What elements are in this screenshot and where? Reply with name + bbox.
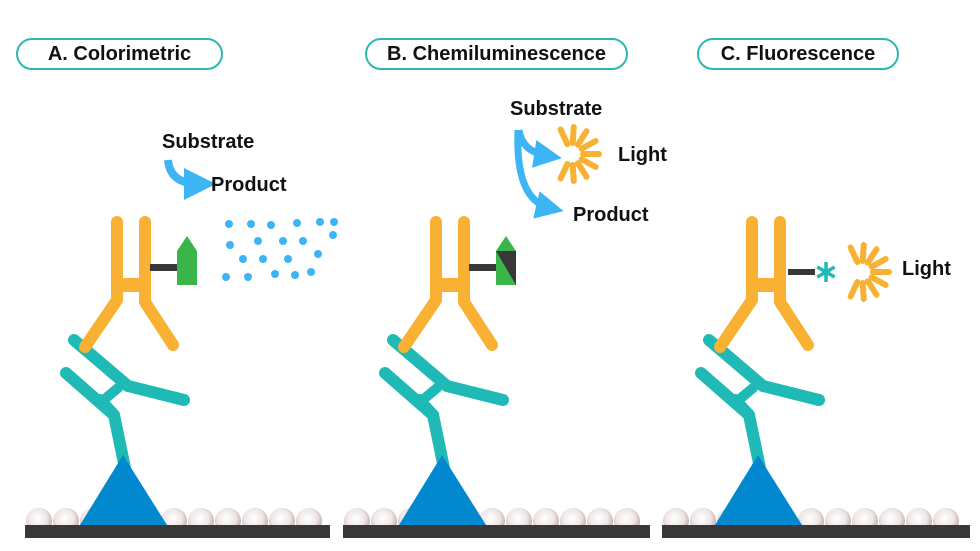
product-dot: [247, 220, 255, 228]
antigen-triangle: [399, 455, 486, 525]
panel-b: [343, 216, 650, 538]
secondary-right: [458, 216, 498, 351]
panel-a: [25, 216, 330, 538]
secondary-right: [774, 216, 814, 351]
plate-surface: [25, 525, 330, 538]
product-dot: [329, 231, 337, 239]
light-ray: [864, 278, 880, 298]
primary-crossbar: [101, 383, 123, 403]
secondary-antibody: [79, 216, 179, 353]
primary-crossbar: [736, 383, 758, 403]
plate-surface: [343, 525, 650, 538]
product-dot: [222, 273, 230, 281]
light-label: Light: [902, 258, 951, 280]
panel-b-reaction: Substrate Light Product: [510, 98, 667, 226]
primary-antibody: [60, 334, 190, 474]
linker: [150, 264, 178, 271]
secondary-left: [714, 216, 758, 353]
light-ray: [574, 160, 590, 180]
product-dot: [225, 220, 233, 228]
light-ray: [859, 279, 867, 302]
secondary-antibody: [398, 216, 498, 353]
fluorophore-asterisk-icon: [816, 262, 836, 282]
title-fluorescence: C. Fluorescence: [697, 38, 899, 70]
light-ray: [557, 160, 571, 182]
antigen-triangle: [80, 455, 167, 525]
product-dot: [314, 250, 322, 258]
substrate-label: Substrate: [162, 131, 254, 153]
substrate-arrow-icon: [164, 159, 216, 200]
product-dot: [293, 219, 301, 227]
product-dot: [299, 237, 307, 245]
product-label: Product: [573, 204, 649, 226]
light-ray: [847, 278, 861, 300]
light-ray: [569, 124, 577, 147]
product-dot: [316, 218, 324, 226]
light-ray: [864, 246, 880, 266]
secondary-crossbar: [436, 278, 464, 292]
product-dot: [279, 237, 287, 245]
primary-hinge: [94, 394, 120, 421]
product-arrow-icon: [514, 129, 564, 219]
substrate-label: Substrate: [510, 98, 602, 120]
product-dot: [239, 255, 247, 263]
title-chemiluminescence: B. Chemiluminescence: [365, 38, 628, 70]
light-ray: [578, 138, 599, 152]
product-dot: [254, 237, 262, 245]
light-ray: [574, 128, 590, 148]
title-colorimetric: A. Colorimetric: [16, 38, 223, 70]
panel-c: [662, 216, 970, 538]
secondary-crossbar: [752, 278, 780, 292]
primary-antibody: [379, 334, 509, 474]
secondary-left: [79, 216, 123, 353]
linker: [469, 264, 497, 271]
product-dot: [284, 255, 292, 263]
secondary-left: [398, 216, 442, 353]
light-ray: [578, 156, 599, 170]
product-dot: [259, 255, 267, 263]
product-dot: [267, 221, 275, 229]
panel-a-reaction: Substrate Product: [162, 131, 338, 281]
primary-crossbar: [420, 383, 442, 403]
product-dot: [330, 218, 338, 226]
primary-antibody: [695, 334, 825, 474]
light-burst-icon: [557, 124, 602, 184]
primary-hinge: [413, 394, 439, 421]
plate-surface: [662, 525, 970, 538]
product-dots: [222, 218, 338, 281]
primary-hinge: [729, 394, 755, 421]
enzyme-tag-shade: [496, 251, 516, 285]
product-label: Product: [211, 174, 287, 196]
panel-c-reaction: Light: [847, 242, 951, 302]
asterisk-stroke: [816, 265, 836, 279]
linker: [788, 269, 815, 275]
light-ray: [859, 242, 867, 265]
primary-arm: [387, 334, 509, 406]
light-ray: [868, 274, 889, 288]
light-ray: [847, 244, 861, 266]
primary-arm: [68, 334, 190, 406]
secondary-right: [139, 216, 179, 351]
antigen-triangle: [715, 455, 802, 525]
product-dot: [244, 273, 252, 281]
product-dot: [291, 271, 299, 279]
secondary-crossbar: [117, 278, 145, 292]
product-dot: [226, 241, 234, 249]
enzyme-tag: [177, 236, 197, 285]
product-dot: [307, 268, 315, 276]
light-ray: [569, 161, 577, 184]
light-ray: [868, 256, 889, 270]
secondary-antibody: [714, 216, 814, 353]
product-dot: [271, 270, 279, 278]
light-arrow-icon: [515, 129, 562, 168]
light-label: Light: [618, 144, 667, 166]
light-burst-icon: [847, 242, 892, 302]
primary-arm: [703, 334, 825, 406]
light-ray: [557, 126, 571, 148]
